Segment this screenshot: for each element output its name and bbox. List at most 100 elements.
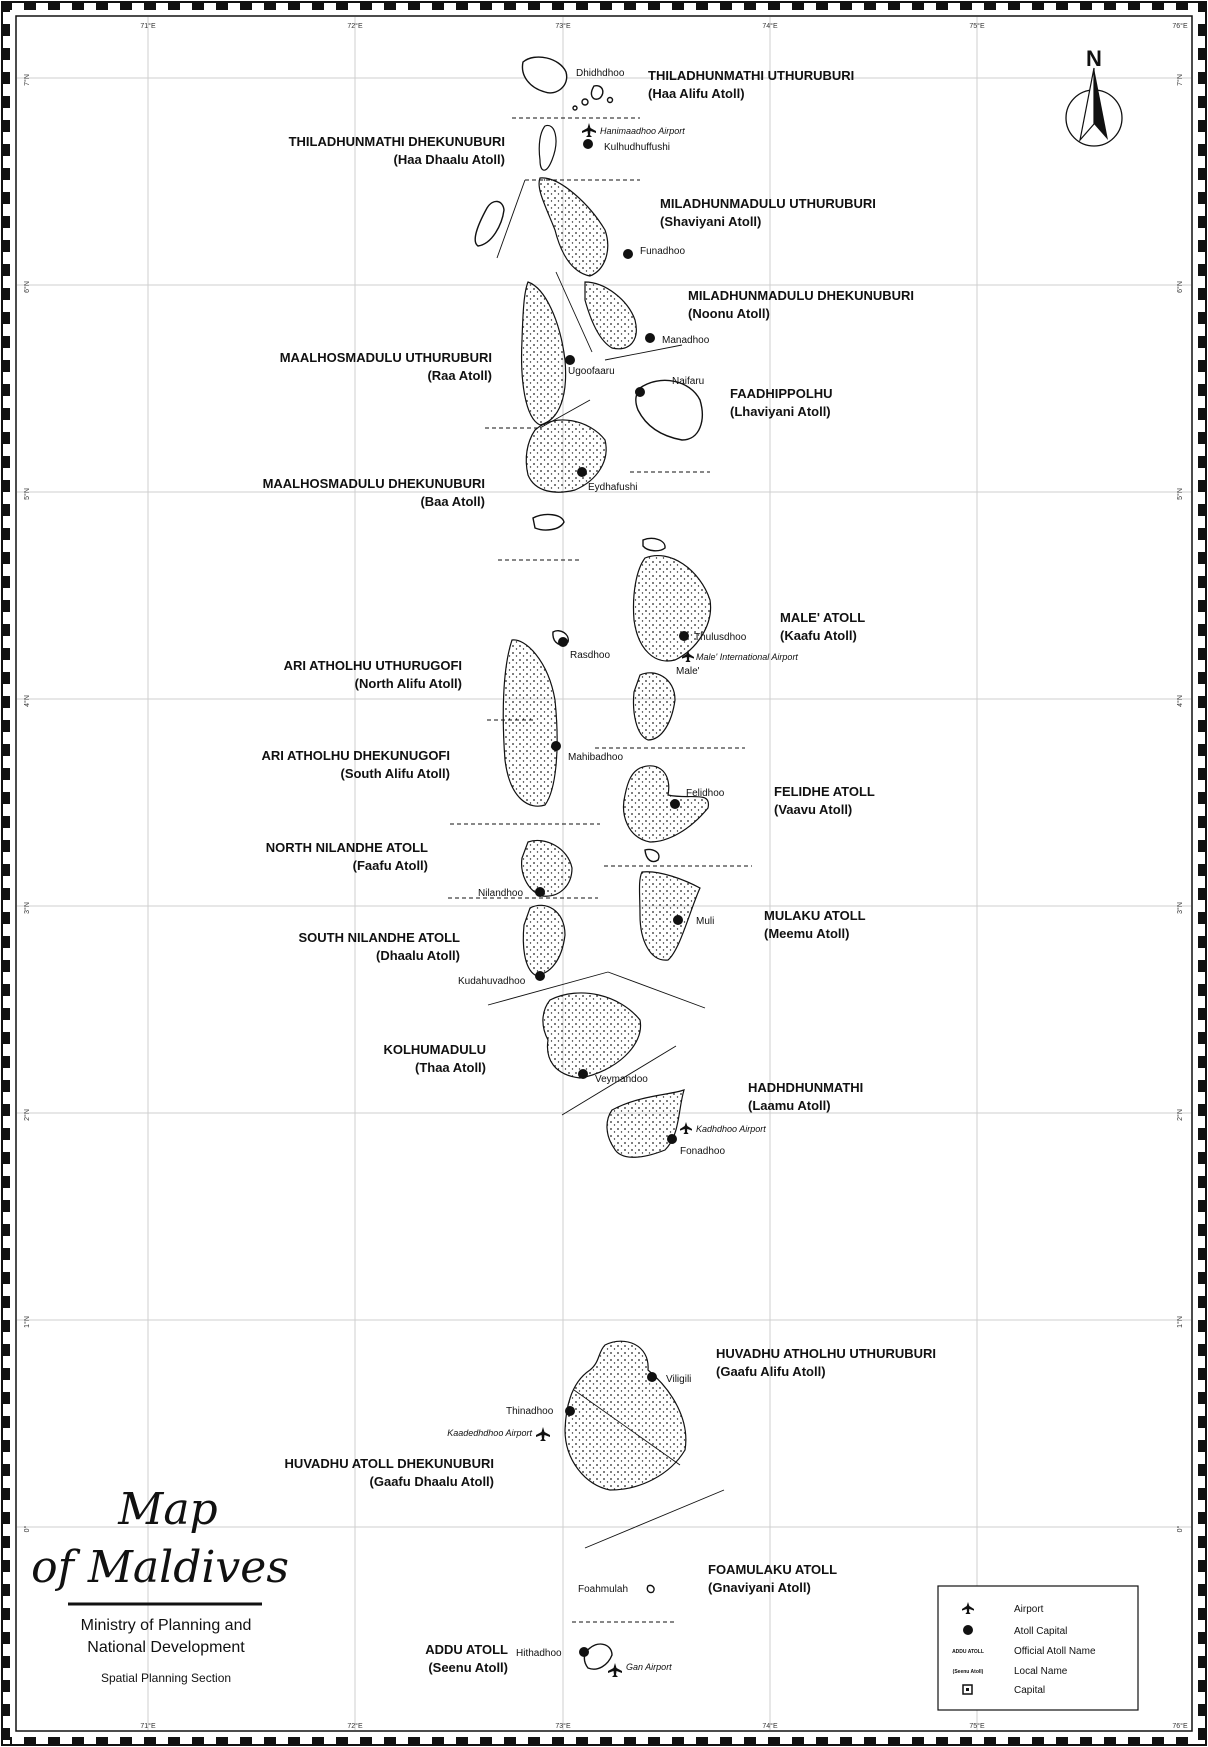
coord-top-5: 76°E	[1172, 22, 1188, 30]
coord-right-1: 6°N	[1176, 281, 1184, 293]
atoll-local-name: (Thaa Atoll)	[415, 1060, 486, 1075]
atoll-local-name: (Meemu Atoll)	[764, 926, 849, 941]
capital-dot	[583, 139, 593, 149]
town-label: Felidhoo	[686, 788, 725, 799]
capital-dot	[623, 249, 633, 259]
town-label: Male'	[676, 666, 700, 677]
north-arrow-icon: N	[1065, 46, 1123, 147]
airports	[536, 123, 694, 1677]
capital-dot	[635, 387, 645, 397]
capital-dot	[551, 741, 561, 751]
atoll-name: HUVADHU ATOLL DHEKUNUBURI	[285, 1456, 494, 1471]
town-label: Mahibadhoo	[568, 752, 623, 763]
coord-top-3: 74°E	[762, 22, 778, 30]
ministry-line2: National Development	[87, 1639, 245, 1656]
atoll-local-name: (Dhaalu Atoll)	[376, 948, 460, 963]
atoll-name: ARI ATHOLHU DHEKUNUGOFI	[262, 748, 451, 763]
capital-dot	[578, 1069, 588, 1079]
atoll-name: FELIDHE ATOLL	[774, 784, 875, 799]
atoll-boundaries	[448, 117, 752, 1623]
atoll-local-name: (Vaavu Atoll)	[774, 802, 852, 817]
coord-right-2: 5°N	[1176, 488, 1184, 500]
legend: Airport Atoll Capital ADDU ATOLL Officia…	[937, 1585, 1139, 1711]
capital-dot	[673, 915, 683, 925]
atoll-local-name: (Gaafu Alifu Atoll)	[716, 1364, 826, 1379]
coord-right-0: 7°N	[1176, 74, 1184, 86]
atoll-local-name: (Gnaviyani Atoll)	[708, 1580, 811, 1595]
coord-bottom-3: 74°E	[762, 1722, 778, 1730]
atoll-name: ADDU ATOLL	[425, 1642, 508, 1657]
atoll-capitals	[535, 139, 689, 1657]
airplane-icon	[608, 1663, 622, 1677]
atoll-name: THILADHUNMATHI UTHURUBURI	[648, 68, 854, 83]
coordinate-labels: 71°E 72°E 73°E 74°E 75°E 76°E 71°E 72°E …	[23, 22, 1188, 1730]
atoll-local-name: (Kaafu Atoll)	[780, 628, 857, 643]
coord-left-2: 5°N	[23, 488, 31, 500]
town-label: Ugoofaaru	[568, 366, 615, 377]
town-label: Eydhafushi	[588, 482, 637, 493]
legend-capital-dot	[963, 1625, 973, 1635]
legend-sample-official: ADDU ATOLL	[952, 1649, 984, 1655]
atoll-name: KOLHUMADULU	[383, 1042, 486, 1057]
airport-label: Kadhdhoo Airport	[696, 1124, 766, 1134]
capital-dot	[558, 637, 568, 647]
town-label: Manadhoo	[662, 335, 710, 346]
town-label: Foahmulah	[578, 1584, 628, 1595]
capital-dot	[579, 1647, 589, 1657]
atoll-local-name: (Haa Alifu Atoll)	[648, 86, 745, 101]
capital-dot	[647, 1372, 657, 1382]
atoll-name: THILADHUNMATHI DHEKUNUBURI	[289, 134, 505, 149]
capital-dot	[535, 971, 545, 981]
atoll-local-name: (Laamu Atoll)	[748, 1098, 831, 1113]
capital-dot	[670, 799, 680, 809]
map-title-line2: of Maldives	[31, 1542, 289, 1593]
coord-right-4: 3°N	[1176, 902, 1184, 914]
airplane-icon	[682, 650, 694, 662]
coord-top-0: 71°E	[140, 22, 156, 30]
town-label: Fonadhoo	[680, 1146, 725, 1157]
town-label: Kulhudhuffushi	[604, 142, 670, 153]
coord-left-0: 7°N	[23, 74, 31, 86]
capital-dot	[535, 887, 545, 897]
atoll-name: MILADHUNMADULU UTHURUBURI	[660, 196, 876, 211]
atoll-name: MULAKU ATOLL	[764, 908, 866, 923]
coord-right-6: 1°N	[1176, 1316, 1184, 1328]
atoll-name: SOUTH NILANDHE ATOLL	[298, 930, 460, 945]
town-label: Veymandoo	[595, 1074, 648, 1085]
legend-official-name: Official Atoll Name	[1014, 1646, 1096, 1657]
coord-left-4: 3°N	[23, 902, 31, 914]
town-label: Rasdhoo	[570, 650, 610, 661]
atoll-local-name: (Haa Dhaalu Atoll)	[394, 152, 505, 167]
airplane-icon	[962, 1602, 974, 1614]
airport-label: Kaadedhdhoo Airport	[447, 1428, 532, 1438]
town-label: Muli	[696, 916, 714, 927]
coord-left-3: 4°N	[23, 695, 31, 707]
atoll-local-name: (Baa Atoll)	[420, 494, 485, 509]
airport-labels: Hanimaadhoo Airport Male' International …	[447, 126, 798, 1672]
atoll-labels: THILADHUNMATHI UTHURUBURI (Haa Alifu Ato…	[262, 68, 937, 1675]
town-label: Nilandhoo	[478, 888, 523, 899]
airport-label: Gan Airport	[626, 1662, 672, 1672]
map-title-line1: Map	[117, 1484, 217, 1535]
coord-top-1: 72°E	[347, 22, 363, 30]
atoll-name: HADHDHUNMATHI	[748, 1080, 863, 1095]
airport-label: Male' International Airport	[696, 652, 798, 662]
coord-right-5: 2°N	[1176, 1109, 1184, 1121]
atoll-local-name: (Lhaviyani Atoll)	[730, 404, 831, 419]
coord-bottom-0: 71°E	[140, 1722, 156, 1730]
coord-bottom-2: 73°E	[555, 1722, 571, 1730]
atoll-local-name: (Gaafu Dhaalu Atoll)	[370, 1474, 494, 1489]
capital-dot	[645, 333, 655, 343]
coord-left-6: 1°N	[23, 1316, 31, 1328]
atoll-name: MAALHOSMADULU UTHURUBURI	[280, 350, 492, 365]
town-label: Funadhoo	[640, 246, 685, 257]
town-label: Viligili	[666, 1374, 691, 1385]
town-label: Hithadhoo	[516, 1648, 562, 1659]
coord-left-7: 0°	[23, 1525, 31, 1532]
coord-left-5: 2°N	[23, 1109, 31, 1121]
capital-dot	[577, 467, 587, 477]
coord-top-4: 75°E	[969, 22, 985, 30]
capital-dot	[565, 1406, 575, 1416]
atoll-local-name: (North Alifu Atoll)	[355, 676, 462, 691]
